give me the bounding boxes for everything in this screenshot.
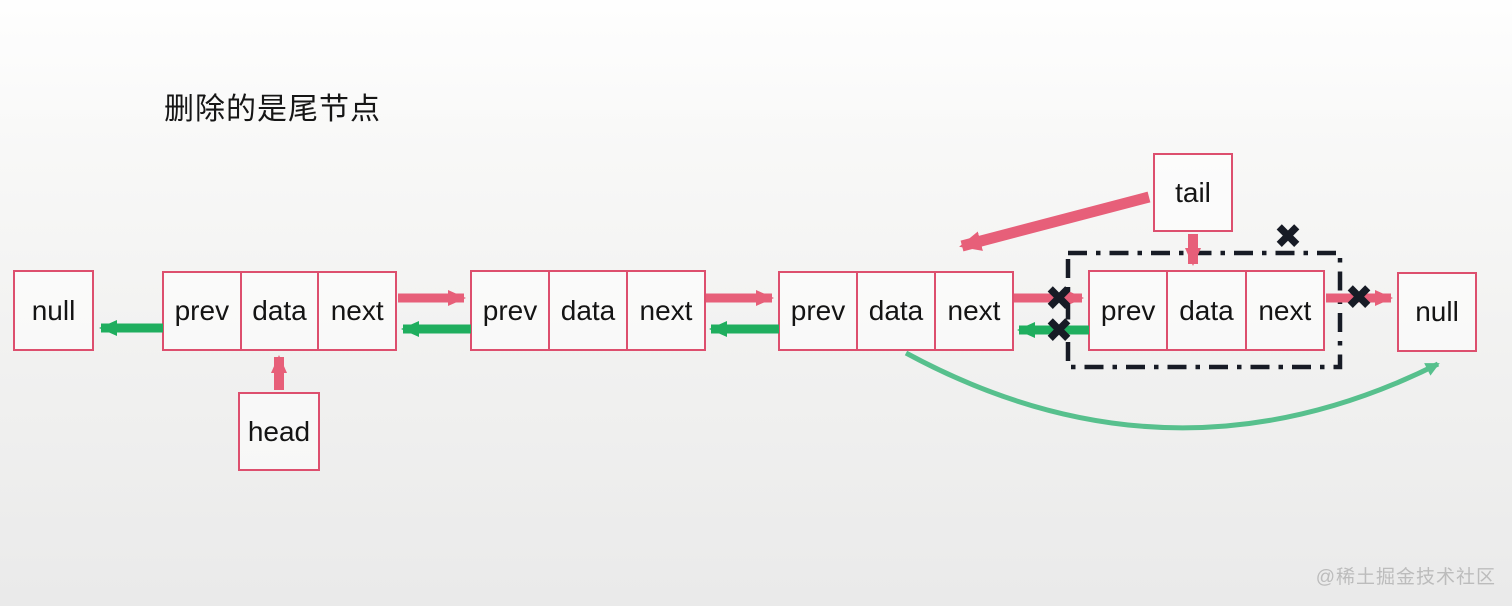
node4-next-cell: next xyxy=(1258,294,1312,326)
watermark: @稀土掘金技术社区 xyxy=(1315,567,1496,588)
list-node-2: prev data next xyxy=(470,270,706,351)
node2-data-cell: data xyxy=(550,272,628,349)
delete-x-icon-null-link: ✖ xyxy=(1344,279,1374,317)
node4-data-cell: data xyxy=(1168,272,1247,349)
node3-prev-cell: prev xyxy=(780,273,858,349)
list-node-3: prev data next xyxy=(778,271,1014,351)
list-node-4-deleted: prev data next xyxy=(1088,270,1325,351)
node3-data-cell: data xyxy=(858,273,936,349)
node4-prev-cell: prev xyxy=(1090,272,1169,349)
bypass-curve-node3-to-null xyxy=(904,350,1440,431)
node3-next-cell: next xyxy=(947,295,1001,326)
delete-x-icon-next-link: ✖ xyxy=(1044,280,1074,318)
tail-repoint-arrow-to-node3 xyxy=(959,191,1151,252)
tail-pointer-box: tail xyxy=(1153,153,1233,232)
null-box-right: null xyxy=(1397,272,1477,352)
list-node-1: prev data next xyxy=(162,271,397,351)
node2-next-cell: next xyxy=(639,294,693,326)
diagram-title: 删除的是尾节点 xyxy=(164,93,381,126)
node1-data-cell: data xyxy=(242,273,320,349)
node1-prev-cell: prev xyxy=(164,273,242,349)
node2-prev-cell: prev xyxy=(472,272,550,349)
head-pointer-box: head xyxy=(238,392,320,471)
null-box-left: null xyxy=(13,270,94,351)
delete-x-icon-node: ✖ xyxy=(1273,218,1303,256)
node1-next-cell: next xyxy=(330,295,384,326)
delete-x-icon-prev-link: ✖ xyxy=(1044,312,1074,350)
